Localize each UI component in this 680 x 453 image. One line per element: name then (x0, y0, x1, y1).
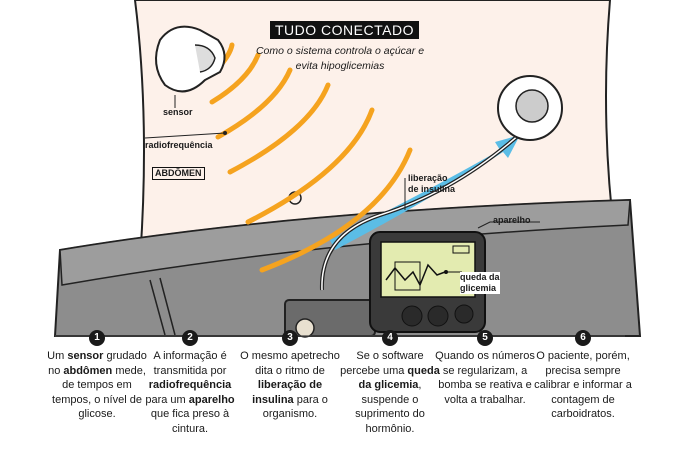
label-insulin-release: liberação de insulina (408, 173, 455, 195)
insulin-flow (330, 135, 520, 250)
label-line: glicemia (460, 283, 497, 293)
subtitle-line: Como o sistema controla o açúcar e (255, 45, 425, 57)
step-highlight: abdômen (63, 364, 113, 377)
label-glucose-drop: queda da glicemia (460, 272, 500, 294)
step-highlight: aparelho (188, 393, 235, 406)
step-fragment: O paciente, porém, precisa sempre calibr… (534, 350, 632, 421)
step-number: 6 (575, 330, 591, 346)
label-line: queda da (460, 272, 500, 282)
step-fragment: Quando os números se regularizam, a bomb… (435, 350, 535, 406)
step-text: A informação é transmitida por radiofreq… (140, 349, 240, 437)
step-text: O paciente, porém, precisa sempre calibr… (533, 349, 633, 422)
step-fragment: para um (145, 393, 189, 406)
step-highlight: liberação de insulina (252, 379, 323, 406)
sensor-icon (155, 25, 226, 93)
step-fragment: grudado no (48, 350, 147, 377)
step-highlight: queda da glicemia (358, 364, 440, 392)
step-number: 1 (89, 330, 105, 346)
label-line: de insulina (408, 184, 456, 194)
label-radiofrequency: radiofrequência (145, 140, 213, 150)
step-fragment: para o organismo. (262, 393, 328, 421)
infographic-title: TUDO CONECTADO (270, 21, 419, 39)
step-highlight: radiofrequência (148, 379, 232, 392)
step-text: Um sensor grudado no abdômen mede, de te… (47, 349, 147, 422)
step-number: 5 (477, 330, 493, 346)
step-number: 4 (382, 330, 398, 346)
step-number: 3 (282, 330, 298, 346)
step-fragment: mede, de tempos em tempos, o nível de gl… (52, 364, 146, 421)
step-highlight: sensor (67, 350, 104, 362)
step-fragment: Um (47, 350, 68, 362)
step-number: 2 (182, 330, 198, 346)
step-text: Se o software percebe uma queda da glice… (340, 349, 440, 437)
infographic-subtitle: Como o sistema controla o açúcar e evita… (240, 44, 440, 74)
step-text: Quando os números se regularizam, a bomb… (435, 349, 535, 407)
step-text: O mesmo apetrecho dita o ritmo de libera… (240, 349, 340, 422)
step-fragment: Se o software percebe uma (340, 350, 424, 377)
step-fragment: , suspende o suprimento do hormônio. (355, 379, 425, 435)
belt-loop (149, 277, 176, 336)
insulin-pump (369, 231, 486, 333)
label-device: aparelho (493, 215, 531, 225)
label-abdomen: ABDÔMEN (152, 167, 205, 180)
label-sensor: sensor (163, 107, 193, 117)
label-line: liberação (408, 173, 448, 183)
subtitle-line: evita hipoglicemias (295, 60, 385, 72)
step-fragment: O mesmo apetrecho dita o ritmo de (240, 350, 340, 377)
step-fragment: que fica preso à cintura. (150, 408, 230, 435)
step-fragment: A informação é transmitida por (153, 350, 227, 377)
infusion-patch-icon (497, 75, 563, 141)
